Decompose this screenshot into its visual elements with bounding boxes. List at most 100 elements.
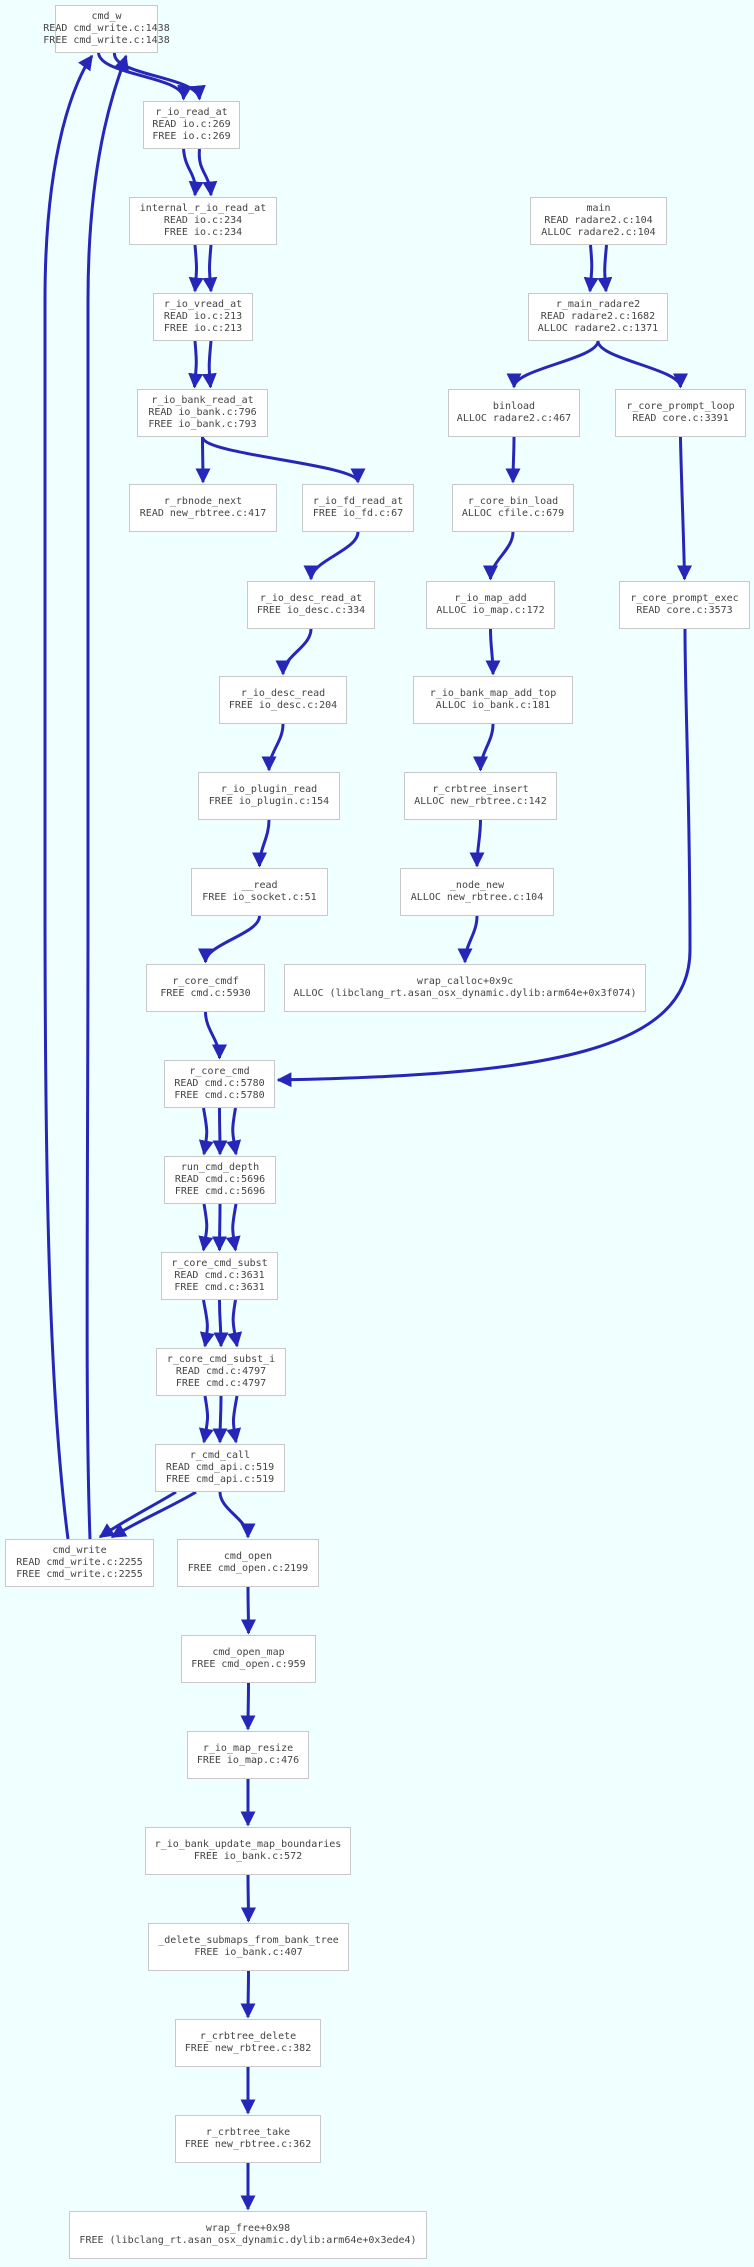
edge-r-io-plugin-read-to-read [252,819,271,868]
edge-r-io-fd-read-at-to-r-io-desc-read-at [303,531,360,581]
edge-binload-to-r-core-bin-load [505,436,521,484]
node-title: r_core_prompt_loop [626,401,735,412]
node-title: binload [492,401,536,412]
node-title: r_core_bin_load [467,496,559,507]
node-title: _delete_submaps_from_bank_tree [158,1935,339,1946]
node-detail-line: READ new_rbtree.c:417 [139,508,267,519]
edge-cmd-write-to-cmd-w [85,54,129,1540]
node-title: cmd_write [52,1545,107,1556]
edge-run-cmd-depth-to-r-core-cmd-subst [198,1203,214,1252]
edge-r-io-bank-update-map-boundaries-to-delete-submaps-from-bank-tree [240,1874,256,1923]
edge-run-cmd-depth-to-r-core-cmd-subst [212,1203,228,1252]
node-detail-line: FREE io_bank.c:572 [193,1851,303,1862]
node-detail-line: FREE cmd.c:5696 [174,1186,266,1197]
node-detail-line: FREE cmd.c:3631 [174,1282,265,1293]
node-detail-line: ALLOC new_rbtree.c:104 [410,892,544,903]
edge-r-core-cmd-subst-to-r-core-cmd-subst-i [199,1299,215,1348]
node-title: _node_new [449,880,505,891]
node-title: r_crbtree_insert [432,784,529,795]
edge-delete-submaps-from-bank-tree-to-r-crbtree-delete [240,1970,256,2019]
node-detail-line: FREE io.c:269 [152,131,231,142]
edge-internal-r-io-read-at-to-r-io-vread-at [202,244,218,293]
edge-r-cmd-call-to-cmd-write [98,1490,177,1539]
node-title: __read [241,880,278,891]
edge-cmd-w-to-r-io-read-at [112,52,206,101]
node-detail-line: ALLOC (libclang_rt.asan_osx_dynamic.dyli… [293,988,637,999]
edge-r-core-prompt-exec-to-r-core-cmd [276,628,692,1088]
edge-r-io-read-at-to-internal-r-io-read-at [197,148,218,197]
node-detail-line: ALLOC radare2.c:1371 [537,323,659,334]
node-detail-line: READ core.c:3573 [636,605,733,616]
edge-main-to-r-main-radare2 [583,244,599,293]
edge-r-io-bank-read-at-to-r-rbnode-next [195,436,211,484]
node-title: r_io_read_at [155,107,228,118]
node-title: r_core_cmdf [172,976,239,987]
node-detail-line: READ radare2.c:1682 [540,311,656,322]
node-detail-line: READ io_bank.c:796 [148,407,257,418]
edge-r-core-cmd-to-run-cmd-depth [226,1107,242,1156]
edge-r-main-radare2-to-r-core-prompt-loop [596,340,688,389]
node-detail-line: ALLOC cfile.c:679 [461,508,565,519]
edge-main-to-r-main-radare2 [597,244,613,293]
node-detail-line: FREE new_rbtree.c:382 [184,2043,312,2054]
node-title: r_io_desc_read [240,688,326,699]
node-detail-line: READ io.c:213 [163,311,243,322]
node-title: run_cmd_depth [180,1162,260,1173]
node-title: r_io_fd_read_at [312,496,404,507]
edge-r-core-cmd-to-run-cmd-depth [198,1107,214,1156]
node-title: cmd_w [91,11,122,22]
edge-read-to-r-core-cmdf [198,915,261,964]
node-detail-line: READ cmd.c:3631 [174,1270,265,1281]
edge-run-cmd-depth-to-r-core-cmd-subst [225,1203,241,1252]
edge-cmd-open-to-cmd-open-map [240,1586,256,1635]
node-detail-line: FREE io_fd.c:67 [312,508,404,519]
node-title: r_core_cmd_subst_i [166,1354,276,1365]
node-detail-line: FREE io.c:234 [163,227,243,238]
node-title: wrap_calloc+0x9c [416,976,514,987]
node-title: cmd_open_map [212,1647,285,1658]
edge-r-io-bank-map-add-top-to-r-crbtree-insert [473,723,495,772]
node-detail-line: FREE io_plugin.c:154 [208,796,330,807]
node-title: r_io_vread_at [163,299,243,310]
edge-r-core-cmd-subst-i-to-r-cmd-call [212,1395,228,1444]
node-detail-line: FREE io_map.c:476 [196,1755,300,1766]
node-title: r_rbnode_next [163,496,243,507]
node-detail-line: FREE cmd_write.c:1438 [43,35,170,46]
node-detail-line: ALLOC io_bank.c:181 [435,700,551,711]
edge-node-new-to-wrap-calloc [457,915,479,964]
node-title: main [586,203,611,214]
node-title: internal_r_io_read_at [139,203,267,214]
edge-r-cmd-call-to-cmd-open [218,1491,256,1539]
node-detail-line: FREE io_bank.c:793 [148,419,257,430]
node-detail-line: ALLOC radare2.c:104 [541,227,656,238]
node-title: r_core_prompt_exec [630,593,739,604]
node-detail-line: FREE cmd_open.c:959 [191,1659,306,1670]
edge-r-cmd-call-to-cmd-write [110,1490,197,1539]
node-title: r_crbtree_take [205,2127,291,2138]
edge-r-main-radare2-to-binload [506,340,600,389]
edge-r-io-bank-read-at-to-r-io-fd-read-at [201,436,366,484]
edge-internal-r-io-read-at-to-r-io-vread-at [188,244,204,293]
edge-r-core-cmd-subst-to-r-core-cmd-subst-i [213,1299,229,1348]
node-title: r_io_desc_read_at [259,593,363,604]
node-detail-line: READ cmd.c:5780 [174,1078,265,1089]
node-title: r_core_cmd [189,1066,250,1077]
